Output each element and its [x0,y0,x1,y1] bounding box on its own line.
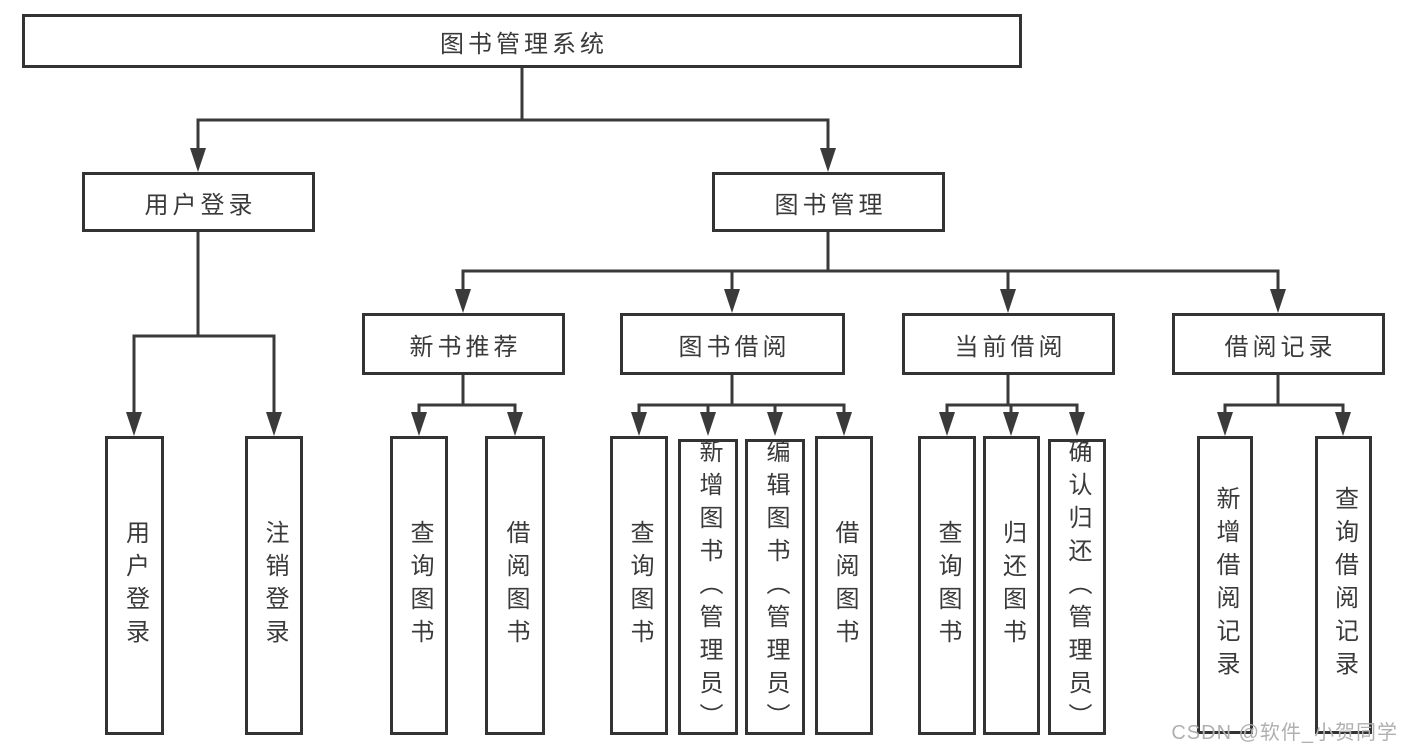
node-leaf-edit-book-admin: 编辑图书（管理员） [745,438,805,736]
node-label: 注销登录 [261,519,288,652]
node-current-borrow: 当前借阅 [902,313,1115,375]
node-leaf-user-login: 用户登录 [105,436,164,735]
node-label: 图书管理系统 [440,30,608,58]
node-book-borrow: 图书借阅 [620,313,845,375]
node-leaf-add-book-admin: 新增图书（管理员） [678,438,738,736]
node-label: 查询图书 [406,519,433,652]
node-leaf-confirm-return-admin: 确认归还（管理员） [1048,438,1106,736]
node-label: 查询图书 [626,519,653,652]
node-leaf-borrow-book-1: 借阅图书 [485,436,545,735]
node-label: 用户登录 [121,519,149,652]
node-label: 当前借阅 [954,333,1067,361]
node-leaf-query-book-3: 查询图书 [918,436,976,735]
node-label: 新书推荐 [409,333,522,361]
node-label: 借阅图书 [502,519,529,652]
node-label: 归还图书 [998,519,1026,652]
node-label: 借阅记录 [1224,333,1337,361]
node-label: 新增借阅记录 [1212,486,1239,684]
node-leaf-query-borrow-record: 查询借阅记录 [1315,436,1372,734]
node-book-management: 图书管理 [712,172,945,232]
node-label: 用户登录 [144,191,257,219]
node-new-book-recommend: 新书推荐 [362,313,565,375]
node-leaf-query-book-1: 查询图书 [390,436,448,735]
node-label: 查询图书 [934,519,961,652]
node-borrow-records: 借阅记录 [1172,313,1385,375]
node-label: 查询借阅记录 [1330,486,1358,684]
node-leaf-return-book: 归还图书 [983,436,1040,735]
node-label: 编辑图书（管理员） [762,438,789,736]
node-label: 借阅图书 [831,519,858,652]
node-label: 图书管理 [774,191,887,219]
node-system-root: 图书管理系统 [22,14,1022,68]
node-user-login: 用户登录 [82,172,315,232]
node-leaf-add-borrow-record: 新增借阅记录 [1197,436,1253,734]
node-label: 新增图书（管理员） [695,438,722,736]
node-leaf-borrow-book-2: 借阅图书 [815,436,873,735]
node-label: 确认归还（管理员） [1064,438,1091,736]
node-label: 图书借阅 [678,333,791,361]
node-leaf-logout: 注销登录 [245,436,303,735]
csdn-watermark: CSDN @软件_小贺同学 [1171,722,1398,744]
node-leaf-query-book-2: 查询图书 [610,436,668,735]
